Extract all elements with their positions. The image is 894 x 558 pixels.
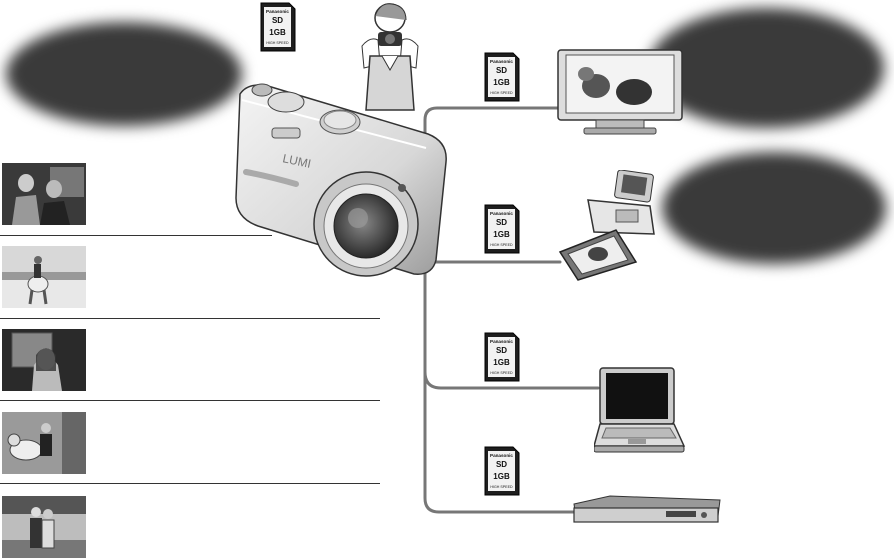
dvd-recorder-icon bbox=[573, 495, 721, 523]
sd-speed-label: HIGH SPEED bbox=[266, 41, 289, 45]
sd-capacity-label: 1GB bbox=[493, 472, 510, 481]
carousel-photo bbox=[2, 412, 86, 474]
sd-logo-label: SD bbox=[496, 460, 507, 469]
callout-cloud-tv bbox=[648, 8, 884, 128]
portrait-photo bbox=[2, 329, 86, 391]
divider-2 bbox=[0, 318, 380, 319]
laptop-icon bbox=[594, 367, 686, 453]
divider-4 bbox=[0, 483, 380, 484]
sd-brand-label: Panasonic bbox=[490, 211, 513, 216]
photo-printer-icon bbox=[558, 170, 655, 281]
tv-icon bbox=[557, 49, 683, 135]
sd-capacity-label: 1GB bbox=[493, 230, 510, 239]
camera-brand-text: LUMI bbox=[281, 151, 312, 171]
sd-logo-label: SD bbox=[272, 16, 283, 25]
sd-brand-label: Panasonic bbox=[266, 9, 289, 14]
sd-speed-label: HIGH SPEED bbox=[490, 371, 513, 375]
sd-brand-label: Panasonic bbox=[490, 453, 513, 458]
callout-cloud-top-left bbox=[6, 22, 242, 126]
camera-illustration: LUMI bbox=[235, 83, 447, 277]
sd-speed-label: HIGH SPEED bbox=[490, 243, 513, 247]
horse-riding-photo bbox=[2, 246, 86, 308]
sd-logo-label: SD bbox=[496, 346, 507, 355]
sd-speed-label: HIGH SPEED bbox=[490, 485, 513, 489]
sd-capacity-label: 1GB bbox=[493, 78, 510, 87]
couple-photo bbox=[2, 496, 86, 558]
sd-brand-label: Panasonic bbox=[490, 339, 513, 344]
sd-logo-label: SD bbox=[496, 66, 507, 75]
sd-logo-label: SD bbox=[496, 218, 507, 227]
divider-1 bbox=[0, 235, 272, 236]
callout-cloud-printer bbox=[662, 152, 886, 264]
sd-brand-label: Panasonic bbox=[490, 59, 513, 64]
sd-speed-label: HIGH SPEED bbox=[490, 91, 513, 95]
divider-3 bbox=[0, 400, 380, 401]
sd-capacity-label: 1GB bbox=[269, 28, 286, 37]
friends-at-bar-photo bbox=[2, 163, 86, 225]
photographer-illustration bbox=[361, 3, 419, 111]
sd-capacity-label: 1GB bbox=[493, 358, 510, 367]
